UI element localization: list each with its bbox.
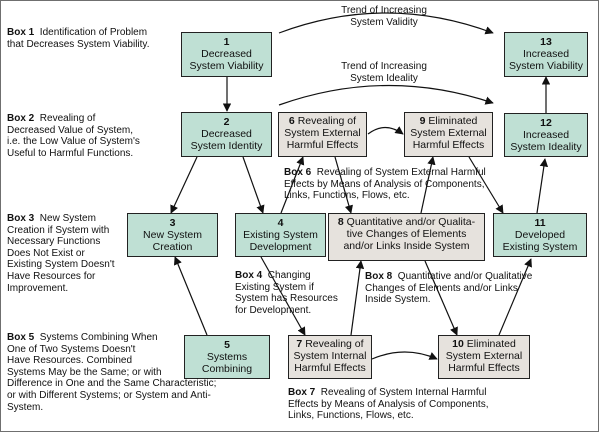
arrow-7-10 — [371, 351, 438, 360]
note-box-3: Box 3 New System Creation if System with… — [7, 213, 115, 294]
box-1: 1 Decreased System Viability — [181, 32, 272, 77]
arrow-6-8 — [334, 156, 353, 214]
box-11: 11 Developed Existing System — [493, 213, 587, 257]
box-12: 12 Increased System Ideality — [504, 113, 588, 157]
box-7: 7 Revealing of System Internal Harmful E… — [288, 335, 372, 379]
arrow-10-11 — [498, 258, 532, 336]
arrow-4-7 — [260, 256, 306, 336]
note-box-2: Box 2 Revealing of Decreased Value of Sy… — [7, 113, 140, 159]
note-box-5: Box 5 Systems Combining When One of Two … — [7, 332, 217, 413]
box-10: 10 Eliminated System External Harmful Ef… — [438, 335, 530, 379]
box-6: 6 Revealing of System External Harmful E… — [278, 112, 367, 157]
trend-ideality-arc — [278, 84, 494, 106]
arrow-5-3 — [173, 256, 208, 336]
box-8: 8 Quantitative and/or Qualita- tive Chan… — [328, 213, 485, 261]
box-2: 2 Decreased System Identity — [181, 112, 272, 157]
box-5: 5 Systems Combining — [184, 335, 270, 379]
box-13: 13 Increased System Viability — [504, 32, 588, 77]
arrow-7-8 — [350, 260, 365, 336]
note-box-4: Box 4 Changing Existing System if System… — [235, 270, 338, 316]
box-3: 3 New System Creation — [127, 213, 218, 257]
note-box-1: Box 1 Identification of Problem that Dec… — [7, 27, 150, 50]
arrow-9-11 — [468, 156, 504, 214]
arrow-2-3 — [170, 156, 198, 214]
arrow-4-6 — [280, 156, 305, 214]
note-box-7: Box 7 Revealing of System Internal Harmf… — [288, 387, 489, 422]
trend-validity-arc — [278, 12, 494, 35]
arrow-11-12 — [536, 158, 549, 214]
note-box-8: Box 8 Quantitative and/or Qualitative Ch… — [365, 271, 533, 306]
arrow-6-9 — [367, 126, 404, 135]
trend-validity-label: Trend of Increasing System Validity — [341, 5, 427, 28]
note-box-6: Box 6 Revealing of System External Harmf… — [284, 167, 486, 202]
box-9: 9 Eliminated System External Harmful Eff… — [404, 112, 493, 157]
box-4: 4 Existing System Development — [235, 213, 326, 257]
arrow-8-9 — [420, 156, 436, 214]
arrow-2-4 — [242, 156, 265, 214]
trend-ideality-label: Trend of Increasing System Ideality — [341, 61, 427, 84]
arrow-8-10 — [424, 260, 458, 336]
